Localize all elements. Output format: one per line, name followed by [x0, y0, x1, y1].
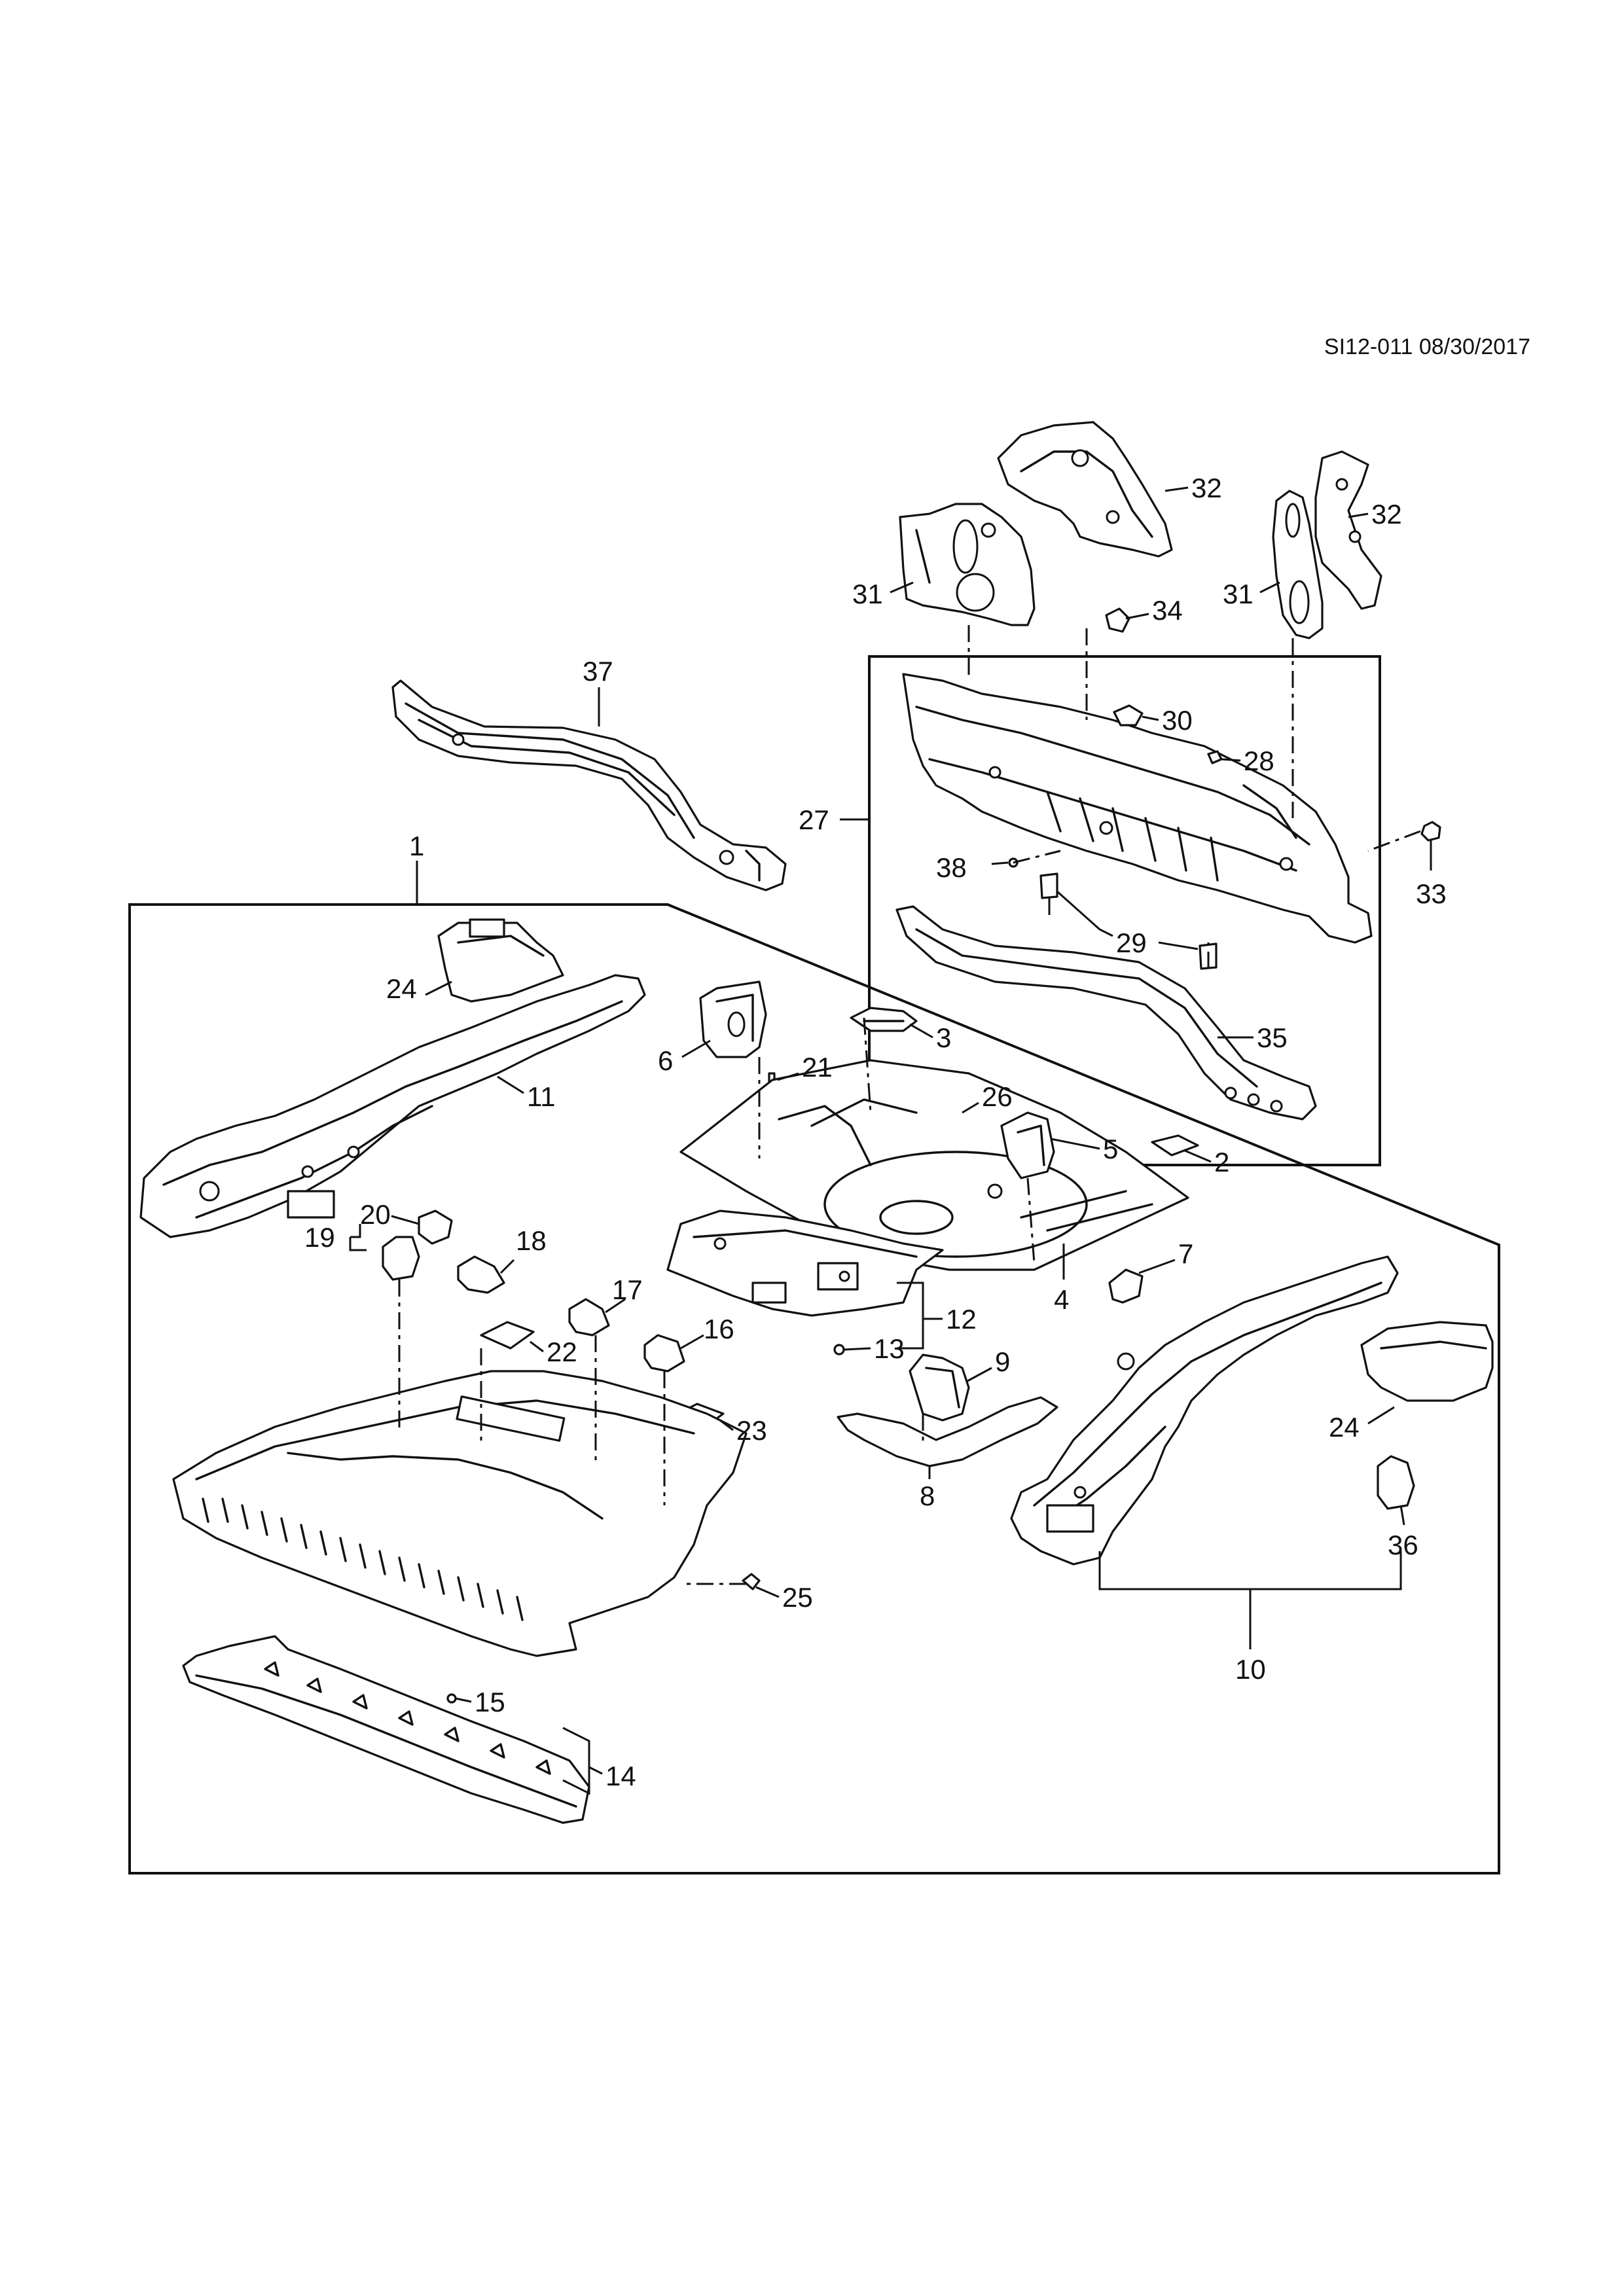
callout-5: 5 — [1103, 1134, 1118, 1164]
callout-29: 29 — [1116, 927, 1147, 958]
part-7-bracket — [1108, 1268, 1144, 1304]
callout-12: 12 — [946, 1304, 977, 1335]
callout-27: 27 — [799, 804, 829, 835]
part-6-bracket — [699, 980, 767, 1058]
part-24-bracket-left — [437, 918, 564, 1003]
callout-7: 7 — [1178, 1238, 1193, 1269]
part-19-bracket — [382, 1236, 420, 1281]
callout-6: 6 — [658, 1045, 673, 1076]
part-22-bracket — [480, 1321, 535, 1350]
callout-1: 1 — [409, 831, 424, 861]
callout-35: 35 — [1257, 1022, 1288, 1053]
callout-31-left: 31 — [852, 579, 883, 609]
part-24-bracket-right — [1360, 1321, 1494, 1402]
part-9-bracket — [909, 1354, 970, 1422]
part-8-reinforcement — [837, 1396, 1058, 1467]
part-16-bracket — [643, 1334, 685, 1372]
callout-16: 16 — [704, 1314, 734, 1344]
callout-31-right: 31 — [1223, 579, 1254, 609]
callout-37: 37 — [583, 656, 613, 687]
callout-3: 3 — [936, 1022, 951, 1053]
part-12-crossmember — [666, 1210, 944, 1317]
callout-36: 36 — [1388, 1530, 1418, 1560]
callout-30: 30 — [1162, 705, 1193, 736]
callout-23: 23 — [736, 1415, 767, 1446]
callout-32-left: 32 — [1191, 473, 1222, 503]
callout-15: 15 — [475, 1687, 505, 1717]
callout-2: 2 — [1214, 1147, 1229, 1177]
callout-26: 26 — [982, 1081, 1013, 1112]
callout-8: 8 — [920, 1480, 935, 1511]
part-25-bolt — [742, 1573, 761, 1590]
callout-21: 21 — [802, 1052, 833, 1083]
diagram-reference: SI12-011 08/30/2017 — [1324, 334, 1530, 359]
part-17-bracket — [568, 1298, 610, 1336]
callout-13: 13 — [874, 1333, 905, 1364]
part-11-rear-rail-left — [139, 974, 646, 1238]
part-32-rear-wheelhouse-outer-right — [1314, 450, 1382, 610]
part-18-bracket — [457, 1255, 505, 1294]
callout-25: 25 — [782, 1582, 813, 1613]
leader-lines — [349, 486, 1432, 1795]
callout-14: 14 — [605, 1761, 636, 1791]
part-14-front-crossmember — [182, 1635, 590, 1824]
part-2-plate — [1151, 1134, 1199, 1157]
part-36-clip — [1377, 1455, 1415, 1510]
part-31-rear-wheelhouse-inner-left — [899, 503, 1036, 626]
callout-11: 11 — [527, 1081, 556, 1112]
part-10-rear-rail-right — [1010, 1255, 1399, 1566]
group-box-floor-assembly — [128, 903, 1500, 1874]
callout-17: 17 — [612, 1274, 643, 1305]
part-33-nut — [1420, 821, 1441, 842]
callout-10: 10 — [1235, 1654, 1266, 1685]
callout-38: 38 — [936, 852, 967, 883]
callout-labels: 1 2 3 4 5 6 7 8 9 10 11 12 13 14 15 16 1… — [304, 473, 1447, 1791]
part-20-bracket — [418, 1210, 453, 1245]
alignment-lines — [398, 625, 1421, 1585]
callout-24-left: 24 — [386, 973, 417, 1004]
callout-28: 28 — [1244, 745, 1274, 776]
part-1-floor-ribs — [202, 1498, 524, 1621]
part-13-bolt — [833, 1344, 845, 1355]
part-5-bracket — [1000, 1111, 1055, 1179]
callout-4: 4 — [1054, 1284, 1069, 1315]
part-37-rear-crossmember — [391, 679, 787, 891]
part-15-fastener — [446, 1693, 457, 1704]
part-27-rear-end-panel — [902, 673, 1373, 944]
part-31-rear-wheelhouse-inner-right — [1272, 490, 1324, 639]
callout-18: 18 — [516, 1225, 547, 1256]
callout-33: 33 — [1416, 878, 1447, 909]
callout-32-right: 32 — [1371, 499, 1402, 529]
part-34-bracket — [1105, 607, 1130, 633]
callout-22: 22 — [547, 1336, 577, 1367]
part-30-clip — [1113, 704, 1144, 726]
part-35-rear-crossmember — [895, 905, 1317, 1121]
callout-34: 34 — [1152, 595, 1183, 626]
callout-24-right: 24 — [1329, 1412, 1360, 1443]
part-3-bracket — [850, 1007, 918, 1032]
callout-19: 19 — [304, 1222, 335, 1253]
part-32-rear-wheelhouse-outer-left — [997, 421, 1173, 558]
callout-20: 20 — [360, 1199, 391, 1230]
part-1-floor-panel — [172, 1370, 748, 1657]
callout-9: 9 — [995, 1346, 1010, 1377]
